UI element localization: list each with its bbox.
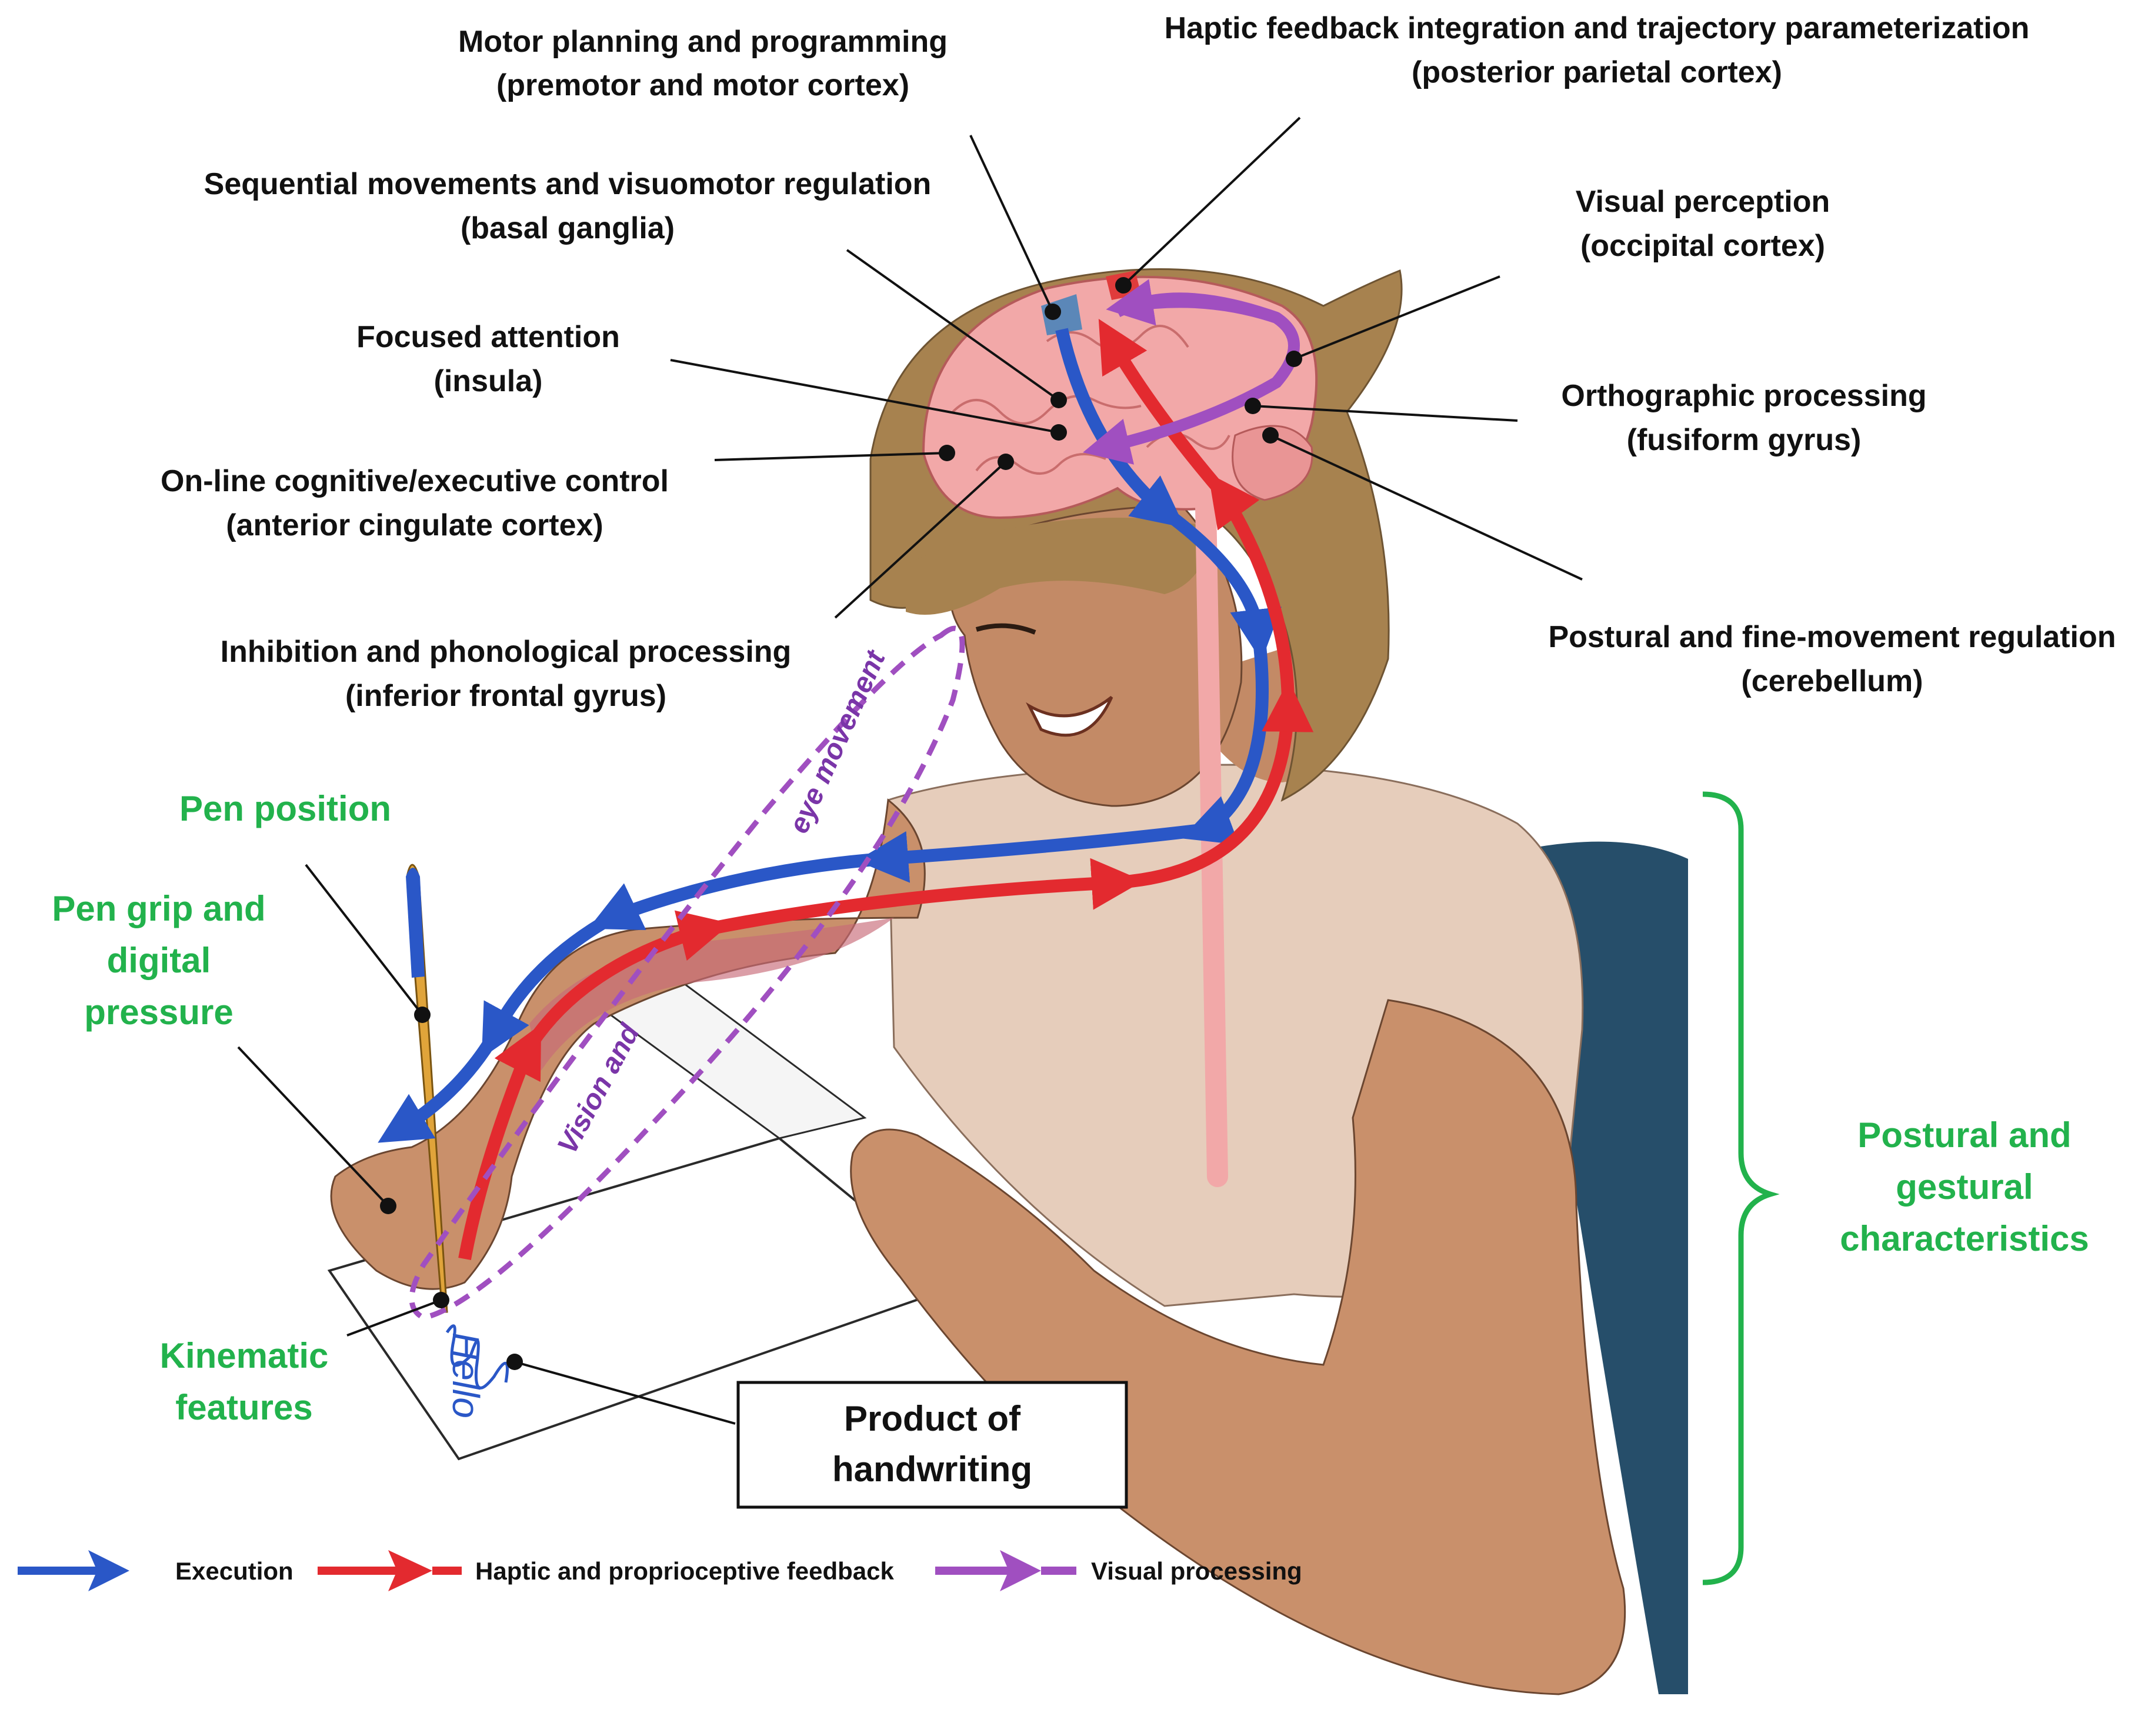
- visual-path-top: [1106, 279, 1279, 326]
- label-motor-2: (premotor and motor cortex): [496, 68, 909, 102]
- legend-visual-arrow: [1000, 1550, 1041, 1591]
- label-inhibition-1: Inhibition and phonological processing: [221, 635, 792, 669]
- label-kinematic-2: features: [175, 1388, 312, 1427]
- postural-brace: [1702, 791, 1780, 1585]
- handwriting-scribble: [445, 1324, 509, 1390]
- label-pen-grip-1: Pen grip and: [52, 889, 265, 928]
- label-sequential-2: (basal ganglia): [461, 211, 675, 245]
- label-online-2: (anterior cingulate cortex): [226, 508, 603, 542]
- label-postural-gestural-2: gestural: [1896, 1167, 2033, 1207]
- legend-feedback-label: Haptic and proprioceptive feedback: [475, 1557, 894, 1585]
- label-postural-1: Postural and fine-movement regulation: [1548, 620, 2116, 654]
- legend-execution-label: Execution: [175, 1557, 293, 1585]
- label-visual-1: Visual perception: [1576, 185, 1830, 219]
- legend-visual-label: Visual processing: [1091, 1557, 1302, 1585]
- brain-labels: Motor planning and programming (premotor…: [161, 11, 2116, 713]
- label-ortho-2: (fusiform gyrus): [1627, 423, 1862, 457]
- label-postural-gestural-1: Postural and: [1857, 1115, 2071, 1155]
- label-online-1: On-line cognitive/executive control: [161, 464, 669, 498]
- paper-hello-text: Hello: [445, 1332, 487, 1418]
- feedback-path: [458, 318, 1314, 1261]
- product-box-line2: handwriting: [832, 1450, 1032, 1489]
- label-inhibition-2: (inferior frontal gyrus): [345, 679, 666, 713]
- label-pen-grip-3: pressure: [84, 992, 233, 1032]
- label-postural-gestural-3: characteristics: [1840, 1219, 2089, 1258]
- feature-labels: Pen position Pen grip and digital pressu…: [52, 789, 2089, 1427]
- product-box: [736, 1381, 1128, 1509]
- label-pen-grip-2: digital: [107, 941, 211, 980]
- label-pen-position: Pen position: [179, 789, 391, 828]
- pen-cap: [406, 868, 425, 978]
- label-haptic-2: (posterior parietal cortex): [1412, 55, 1782, 89]
- product-box-line1: Product of: [844, 1399, 1021, 1438]
- label-motor-1: Motor planning and programming: [458, 25, 948, 59]
- spinal-cord: [1195, 495, 1228, 1187]
- label-attention-1: Focused attention: [356, 320, 620, 354]
- legend-feedback-arrow: [388, 1550, 432, 1591]
- eye-movement-text: eye movement: [783, 645, 892, 838]
- leader-dots: [380, 277, 1302, 1370]
- legend-execution-arrow: [88, 1550, 129, 1591]
- label-ortho-1: Orthographic processing: [1561, 379, 1926, 413]
- label-visual-2: (occipital cortex): [1580, 229, 1825, 263]
- eye-movement-loop: [409, 625, 965, 1321]
- label-kinematic-1: Kinematic: [160, 1336, 329, 1375]
- leader-lines: [237, 116, 1583, 1425]
- label-attention-2: (insula): [434, 364, 543, 398]
- legend: Execution Haptic and proprioceptive feed…: [18, 1550, 1302, 1591]
- label-haptic-1: Haptic feedback integration and trajecto…: [1165, 11, 2030, 45]
- label-postural-2: (cerebellum): [1741, 664, 1923, 698]
- label-sequential-1: Sequential movements and visuomotor regu…: [204, 167, 932, 201]
